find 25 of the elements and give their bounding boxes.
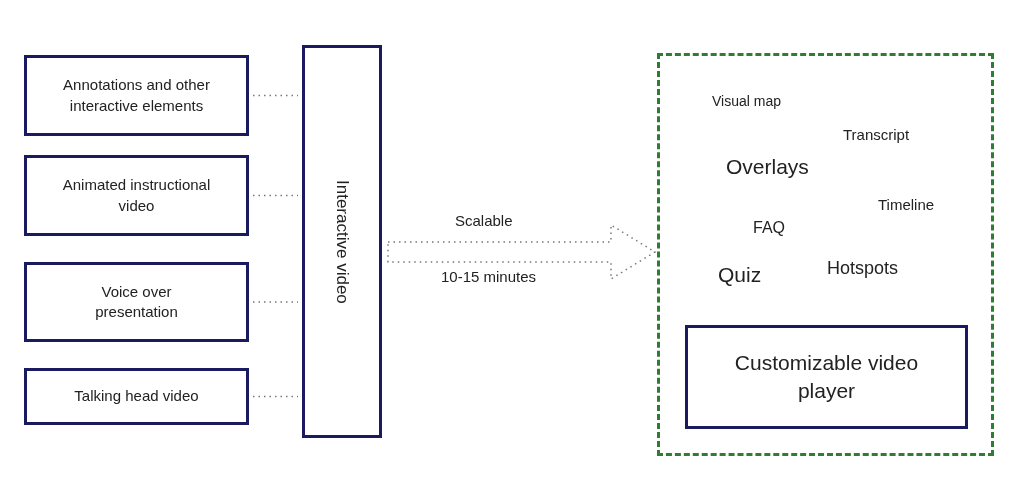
dotted-connector <box>252 301 299 303</box>
process-box <box>24 262 249 342</box>
box-label: Customizable video player <box>733 349 920 404</box>
process-box <box>24 368 249 425</box>
edge-label: Scalable <box>455 212 513 229</box>
feature-label: Timeline <box>878 196 935 213</box>
feature-label: Transcript <box>843 126 910 143</box>
dashed-container <box>657 53 994 456</box>
process-box <box>24 55 249 136</box>
process-box <box>685 325 968 429</box>
dotted-connector <box>252 395 299 398</box>
duration-label: 10-15 minutes <box>441 268 537 285</box>
dotted-connector <box>252 94 299 97</box>
vertical-box <box>302 45 382 438</box>
hollow-arrow <box>387 223 657 281</box>
feature-label: FAQ <box>753 219 785 237</box>
feature-label: Visual map <box>712 93 781 109</box>
box-label: Talking head video <box>73 386 200 407</box>
box-label: Voice over presentation <box>94 281 179 322</box>
box-label: Interactive video <box>332 179 354 304</box>
process-box <box>24 155 249 236</box>
box-label: Annotations and other interactive elements <box>62 75 211 116</box>
dotted-connector <box>252 194 299 197</box>
box-label: Animated instructional video <box>61 175 212 216</box>
feature-label: Hotspots <box>827 258 899 279</box>
